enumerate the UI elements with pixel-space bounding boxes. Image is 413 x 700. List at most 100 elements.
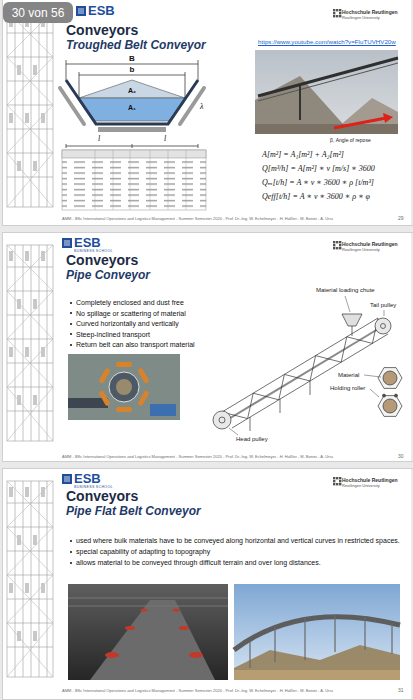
idler-roller xyxy=(180,88,204,124)
dimension-line xyxy=(66,144,198,148)
stockpile-photo xyxy=(258,63,398,101)
slide-ground xyxy=(2,468,411,700)
material-table xyxy=(62,150,206,210)
roller-photo xyxy=(150,404,176,416)
pipe-conveyor-drawing xyxy=(213,411,231,429)
belt-interior-photo xyxy=(68,584,228,680)
slide-ground xyxy=(2,232,411,462)
logo-text: Hochschule Reutlingen xyxy=(342,241,398,247)
material-area xyxy=(79,98,185,121)
part-label: Holding roller xyxy=(330,385,365,392)
pipe-conveyor-drawing xyxy=(250,381,310,431)
university-logo-icon xyxy=(333,241,335,243)
esb-logo-icon xyxy=(76,6,86,16)
material-table xyxy=(95,150,186,210)
university-logo-icon xyxy=(333,9,335,11)
material-area xyxy=(79,80,185,98)
bullet-dot xyxy=(70,333,72,335)
roller-photo xyxy=(137,368,149,384)
pipe-conveyor-drawing xyxy=(222,318,378,419)
leader-line xyxy=(345,296,350,312)
stockpile-photo xyxy=(255,124,398,134)
belt-interior-photo xyxy=(68,598,228,606)
bullet-text: special capability of adapting to topogr… xyxy=(76,547,402,556)
belt-interior-photo xyxy=(141,609,148,612)
material-table xyxy=(62,150,206,210)
bullet-text: No spillage or scattering of material xyxy=(76,309,186,318)
slide-panel: ConveyorsPipe Conveyor xyxy=(2,232,413,462)
bullet-text: allows material to be conveyed through d… xyxy=(76,558,402,567)
logo-text: ESB xyxy=(74,472,101,485)
slide-panel: ConveyorsPipe Flat Belt Conveyor xyxy=(2,468,413,700)
logo-text: BUSINESS SCHOOL xyxy=(74,249,113,253)
dimension-label: b xyxy=(130,66,135,74)
bullet-dot xyxy=(70,551,72,553)
university-logo-icon xyxy=(333,15,335,17)
video-link: https://www.youtube.com/watch?v=FluTUVHV… xyxy=(258,38,396,45)
pipe-conveyor-drawing xyxy=(381,324,386,329)
university-logo-icon xyxy=(336,483,338,485)
area-label: A₁ xyxy=(128,104,136,112)
logo-text: BUSINESS SCHOOL xyxy=(74,485,113,489)
university-logo-icon xyxy=(339,12,341,14)
leader-line xyxy=(364,375,381,377)
page-number: 31 xyxy=(398,687,404,693)
roller-photo xyxy=(98,368,110,384)
belt-interior-photo xyxy=(105,652,119,658)
trough-cross-section xyxy=(60,60,204,148)
area-label: A₂ xyxy=(128,87,136,95)
footer-text: AMM - BSc International Operations and L… xyxy=(62,216,333,221)
bullet-text: used where bulk materials have to be con… xyxy=(76,536,402,545)
university-logo-icon xyxy=(339,15,341,17)
stockpile-photo xyxy=(255,50,398,134)
logo-text: Reutlingen University xyxy=(342,483,380,488)
dimension-line xyxy=(79,72,185,98)
cross-section xyxy=(395,394,398,397)
roller-photo xyxy=(98,390,110,406)
pipe-conveyor-drawing xyxy=(222,318,388,428)
slide-subtitle: Pipe Conveyor xyxy=(66,268,413,283)
stockpile-photo xyxy=(299,86,301,120)
roller-photo xyxy=(116,379,132,395)
esb-logo-icon xyxy=(64,241,70,245)
cross-section xyxy=(383,394,386,397)
pipe-conveyor-drawing xyxy=(219,417,225,423)
university-logo-icon xyxy=(336,15,338,17)
slide-subtitle: Pipe Flat Belt Conveyor xyxy=(66,504,413,519)
cross-section xyxy=(378,368,402,417)
logo-text: Hochschule Reutlingen xyxy=(342,9,398,15)
bullet-dot xyxy=(70,540,72,542)
university-logo-icon xyxy=(336,241,338,243)
part-label: Material loading chute xyxy=(316,287,375,294)
bullet-dot xyxy=(70,562,72,564)
leader-line xyxy=(384,310,385,316)
leader-line xyxy=(229,428,238,435)
logo-text: Hochschule Reutlingen xyxy=(342,477,398,483)
curved-conveyor-photo xyxy=(234,670,400,680)
dimension-line xyxy=(66,60,198,148)
belt-interior-photo xyxy=(90,600,215,680)
belt-interior-photo xyxy=(179,626,189,630)
facade-drawing xyxy=(7,481,53,677)
bullet-text: Curved horizontally and vertically xyxy=(76,319,179,328)
roller-photo xyxy=(109,372,139,402)
university-logo-icon xyxy=(333,244,335,246)
angle-label: λ xyxy=(200,103,203,111)
university-logo-icon xyxy=(333,12,335,14)
belt-interior-photo xyxy=(189,652,203,658)
logo-text: ESB xyxy=(74,236,101,249)
esb-logo-icon xyxy=(62,238,72,248)
university-logo-icon xyxy=(333,247,335,249)
page-number: 30 xyxy=(398,453,404,459)
dimension-label: l xyxy=(98,135,100,143)
bullet-dot xyxy=(70,302,72,304)
university-logo-icon xyxy=(339,9,341,11)
page-counter-text: 30 von 56 xyxy=(12,6,65,20)
curved-conveyor-photo xyxy=(234,617,400,650)
page-number: 29 xyxy=(398,215,404,221)
stockpile-photo xyxy=(258,58,398,96)
pipe-conveyor-drawing xyxy=(342,314,362,326)
roller-photo xyxy=(98,362,149,412)
esb-logo-icon xyxy=(78,9,84,13)
